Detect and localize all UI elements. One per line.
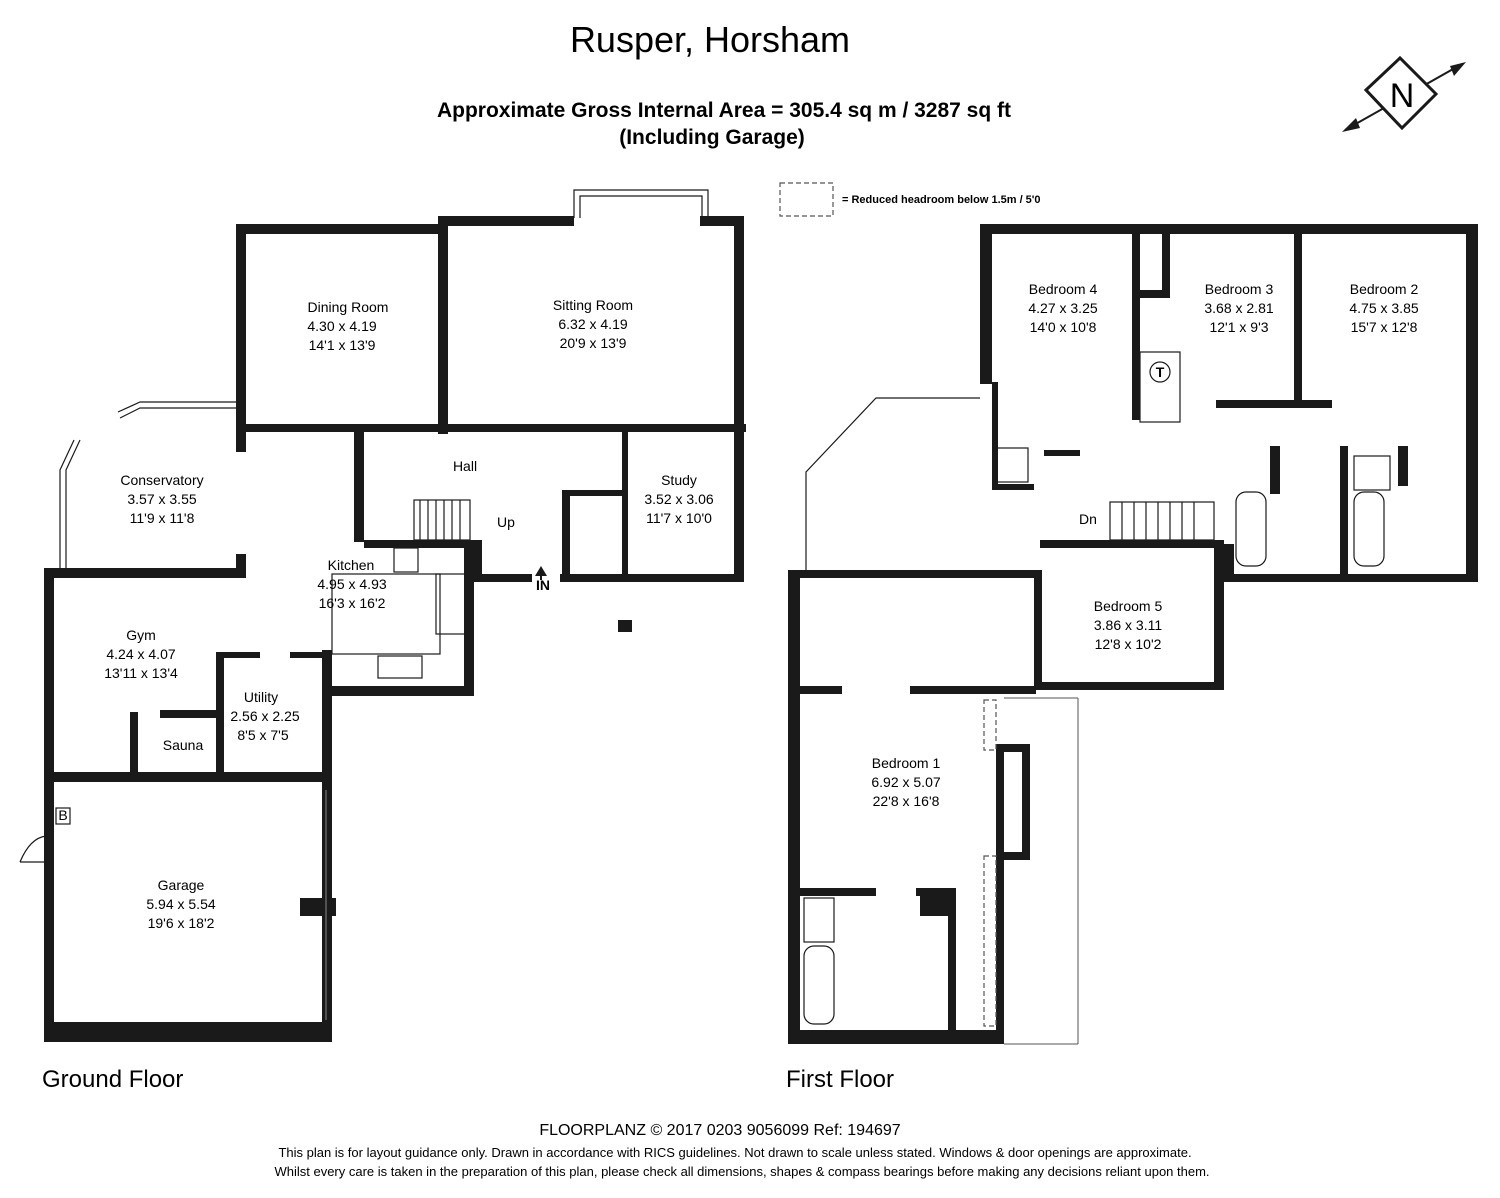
first-floor-label: First Floor	[786, 1066, 894, 1093]
legend-text: = Reduced headroom below 1.5m / 5'0	[842, 194, 1041, 206]
svg-text:4.27 x 3.25: 4.27 x 3.25	[1028, 300, 1097, 316]
svg-text:6.32 x 4.19: 6.32 x 4.19	[558, 316, 627, 332]
first-floor-plan	[788, 224, 1478, 1045]
svg-text:14'0 x 10'8: 14'0 x 10'8	[1030, 319, 1097, 335]
svg-text:4.24 x 4.07: 4.24 x 4.07	[106, 646, 175, 662]
svg-text:11'9 x 11'8: 11'9 x 11'8	[130, 510, 195, 526]
svg-text:Bedroom 2: Bedroom 2	[1350, 281, 1419, 297]
footer-credit: FLOORPLANZ © 2017 0203 9056099 Ref: 1946…	[539, 1122, 900, 1139]
footer-disclaimer-1: This plan is for layout guidance only. D…	[278, 1145, 1191, 1160]
svg-text:19'6 x 18'2: 19'6 x 18'2	[148, 915, 215, 931]
compass-letter: N	[1390, 77, 1415, 115]
svg-text:2.56 x 2.25: 2.56 x 2.25	[230, 708, 299, 724]
compass-icon: N	[1342, 55, 1466, 132]
reduced-headroom-swatch	[779, 182, 834, 217]
svg-text:12'8 x 10'2: 12'8 x 10'2	[1095, 636, 1162, 652]
room-bedroom-2: Bedroom 2 4.75 x 3.85 15'7 x 12'8	[1349, 281, 1418, 335]
svg-text:8'5 x 7'5: 8'5 x 7'5	[237, 727, 288, 743]
svg-text:Bedroom 5: Bedroom 5	[1094, 598, 1163, 614]
svg-text:Bedroom 3: Bedroom 3	[1205, 281, 1274, 297]
svg-text:13'11 x 13'4: 13'11 x 13'4	[104, 665, 178, 681]
svg-text:Gym: Gym	[126, 627, 156, 643]
footer-disclaimer-2: Whilst every care is taken in the prepar…	[274, 1164, 1209, 1179]
stairs-down-label: Dn	[1079, 511, 1097, 527]
svg-text:11'7 x 10'0: 11'7 x 10'0	[646, 510, 712, 526]
sauna-label: Sauna	[163, 737, 204, 753]
plan-title: Rusper, Horsham	[570, 19, 850, 60]
svg-text:Conservatory: Conservatory	[120, 472, 203, 488]
svg-text:Bedroom 1: Bedroom 1	[872, 755, 941, 771]
ground-floor-plan	[19, 189, 746, 1042]
svg-text:3.52 x 3.06: 3.52 x 3.06	[644, 491, 713, 507]
svg-text:3.86 x 3.11: 3.86 x 3.11	[1094, 617, 1162, 633]
area-note: (Including Garage)	[619, 126, 805, 149]
svg-text:Sitting Room: Sitting Room	[553, 297, 633, 313]
svg-text:Bedroom 4: Bedroom 4	[1029, 281, 1098, 297]
svg-text:4.30 x 4.19: 4.30 x 4.19	[307, 318, 376, 334]
room-dining-room: Dining Room 4.30 x 4.19 14'1 x 13'9	[307, 299, 388, 353]
area-line: Approximate Gross Internal Area = 305.4 …	[437, 99, 1011, 122]
svg-text:22'8 x 16'8: 22'8 x 16'8	[873, 793, 940, 809]
tank-label: T	[1156, 364, 1165, 380]
svg-text:5.94 x 5.54: 5.94 x 5.54	[146, 896, 215, 912]
svg-text:4.75 x 3.85: 4.75 x 3.85	[1349, 300, 1418, 316]
svg-text:Dining Room: Dining Room	[308, 299, 389, 315]
svg-text:15'7 x 12'8: 15'7 x 12'8	[1351, 319, 1418, 335]
svg-text:16'3 x 16'2: 16'3 x 16'2	[319, 595, 386, 611]
room-kitchen: Kitchen 4.95 x 4.93 16'3 x 16'2	[317, 557, 386, 611]
room-utility: Utility 2.56 x 2.25 8'5 x 7'5	[230, 689, 299, 743]
svg-text:12'1 x 9'3: 12'1 x 9'3	[1209, 319, 1268, 335]
room-gym: Gym 4.24 x 4.07 13'11 x 13'4	[104, 627, 178, 681]
svg-text:Utility: Utility	[244, 689, 278, 705]
room-study: Study 3.52 x 3.06 11'7 x 10'0	[644, 472, 713, 526]
room-bedroom-5: Bedroom 5 3.86 x 3.11 12'8 x 10'2	[1094, 598, 1163, 652]
svg-text:14'1 x 13'9: 14'1 x 13'9	[309, 337, 376, 353]
room-bedroom-1: Bedroom 1 6.92 x 5.07 22'8 x 16'8	[871, 755, 940, 809]
stairs-up-label: Up	[497, 514, 515, 530]
svg-text:3.68 x 2.81: 3.68 x 2.81	[1204, 300, 1273, 316]
svg-text:Kitchen: Kitchen	[328, 557, 375, 573]
svg-text:Study: Study	[661, 472, 697, 488]
room-garage: Garage 5.94 x 5.54 19'6 x 18'2	[146, 877, 215, 931]
svg-text:6.92 x 5.07: 6.92 x 5.07	[871, 774, 940, 790]
hall-label: Hall	[453, 458, 477, 474]
svg-text:Garage: Garage	[158, 877, 205, 893]
entrance-label: IN	[536, 577, 550, 593]
room-bedroom-4: Bedroom 4 4.27 x 3.25 14'0 x 10'8	[1028, 281, 1097, 335]
svg-text:4.95 x 4.93: 4.95 x 4.93	[317, 576, 386, 592]
svg-text:3.57 x 3.55: 3.57 x 3.55	[127, 491, 196, 507]
room-conservatory: Conservatory 3.57 x 3.55 11'9 x 11'8	[120, 472, 203, 526]
svg-text:20'9 x 13'9: 20'9 x 13'9	[560, 335, 627, 351]
boiler-label: B	[58, 807, 67, 823]
room-bedroom-3: Bedroom 3 3.68 x 2.81 12'1 x 9'3	[1204, 281, 1273, 335]
room-sitting-room: Sitting Room 6.32 x 4.19 20'9 x 13'9	[553, 297, 633, 351]
ground-floor-label: Ground Floor	[42, 1066, 183, 1093]
